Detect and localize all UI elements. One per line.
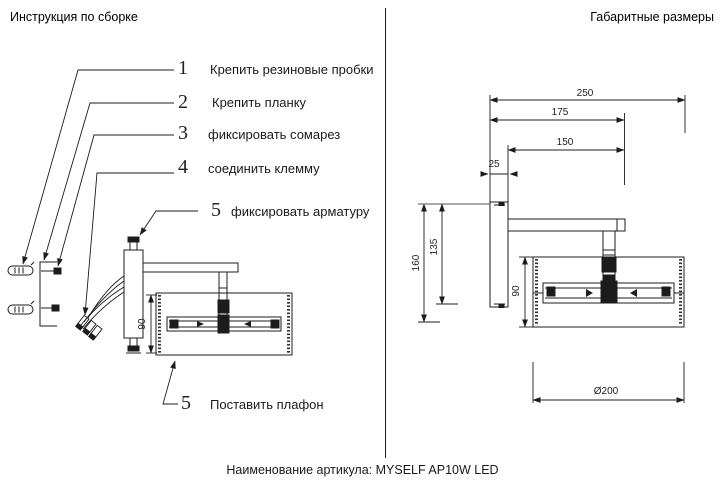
step-number-4: 4 [178, 156, 188, 178]
step-label-3: фиксировать сомарез [208, 127, 341, 142]
step-number-1: 1 [178, 57, 188, 79]
step-number-5: 5 [211, 199, 221, 221]
wire-connectors-drawing [75, 275, 125, 341]
dim-label-160: 160 [411, 254, 422, 272]
dimension-plate-height [436, 203, 458, 305]
dimension-height-total [418, 203, 490, 323]
dimension-width-arm-outer [489, 113, 625, 185]
led-bar-drawing-right [533, 280, 684, 304]
dim-label-135: 135 [429, 238, 440, 256]
step-label-5: фиксировать арматуру [231, 204, 370, 219]
terminal-lug [82, 319, 97, 336]
dim-label-90-right: 90 [511, 285, 522, 297]
dim-label-90-left: 90 [137, 318, 148, 330]
step-label-5b: Поставить плафон [210, 397, 324, 412]
dimension-width-total [489, 95, 686, 202]
dimension-shade-diameter [532, 362, 685, 403]
article-name: Наименование артикула: MYSELF AP10W LED [226, 463, 499, 477]
stem-drawing-left [217, 272, 230, 317]
arm-drawing-right [507, 218, 626, 232]
dimensions-title: Габаритные размеры [590, 10, 714, 24]
step-number-5b: 5 [181, 392, 191, 414]
assembly-title: Инструкция по сборке [10, 10, 138, 24]
led-bar-drawing-left [166, 314, 282, 334]
shade-drawing-right [532, 256, 685, 328]
wall-post-drawing [123, 236, 144, 354]
screws-drawing [41, 267, 62, 312]
step-label-4: соединить клемму [208, 161, 320, 176]
wall-plate-drawing [489, 201, 509, 308]
rubber-plug-drawing [7, 261, 35, 315]
mounting-bracket-drawing [39, 261, 57, 327]
dim-label-150: 150 [556, 137, 574, 148]
step-label-1: Крепить резиновые пробки [210, 62, 374, 77]
dim-label-25: 25 [488, 159, 500, 170]
step-leader-lines [22, 69, 198, 405]
arm-drawing-left [142, 262, 239, 273]
step-number-3: 3 [178, 122, 188, 144]
terminal-lug [88, 324, 103, 341]
terminal-lug [75, 314, 90, 331]
dimension-shade-height-right [519, 256, 533, 328]
dimension-width-arm [507, 145, 625, 202]
shade-drawing-left [155, 292, 293, 356]
step-number-2: 2 [178, 91, 188, 113]
dimension-shade-height-left [146, 294, 157, 354]
dim-label-175: 175 [551, 107, 569, 118]
dim-label-250: 250 [576, 88, 594, 99]
dim-label-diameter-200: Ø200 [593, 386, 619, 397]
step-label-2: Крепить планку [212, 95, 307, 110]
